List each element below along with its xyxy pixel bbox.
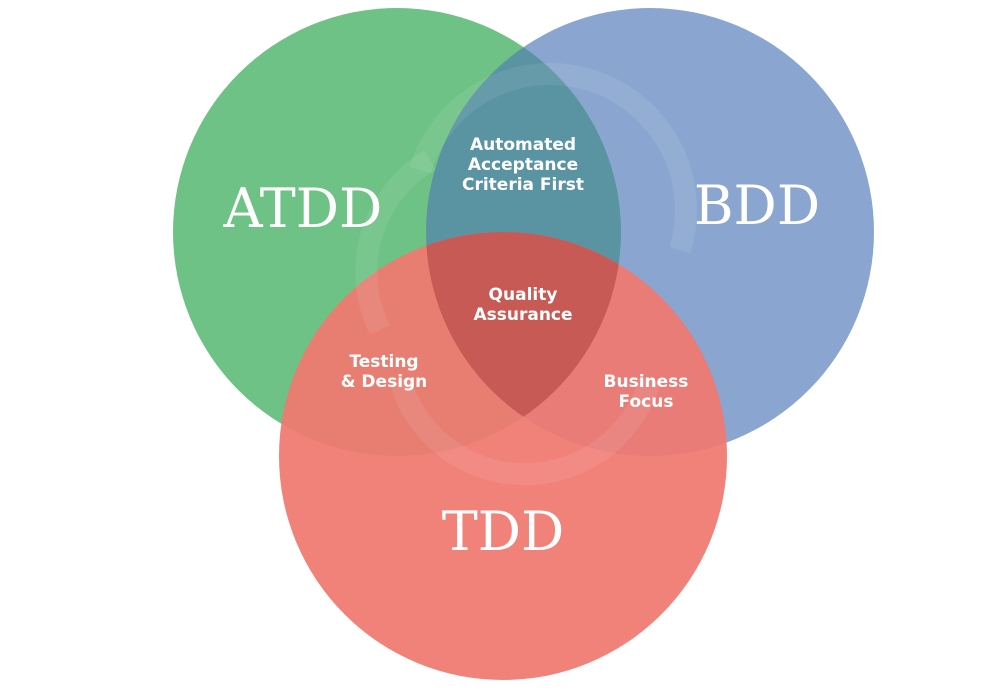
- bdd-tdd-line-2: Focus: [619, 392, 674, 412]
- tdd-circle: [279, 232, 727, 680]
- center-line-2: Assurance: [473, 305, 572, 325]
- atdd-tdd-line-1: Testing: [349, 352, 418, 372]
- bdd-tdd-line-1: Business: [604, 372, 689, 392]
- atdd-bdd-line-3: Criteria First: [462, 175, 584, 195]
- atdd-label: ATDD: [223, 177, 383, 240]
- tdd-label: TDD: [442, 500, 565, 563]
- atdd-tdd-line-2: & Design: [341, 372, 428, 392]
- atdd-bdd-line-2: Acceptance: [468, 155, 578, 175]
- bdd-label: BDD: [694, 174, 820, 237]
- watermark-logo: [355, 62, 698, 486]
- atdd-bdd-line-1: Automated: [470, 135, 576, 155]
- center-line-1: Quality: [489, 285, 558, 305]
